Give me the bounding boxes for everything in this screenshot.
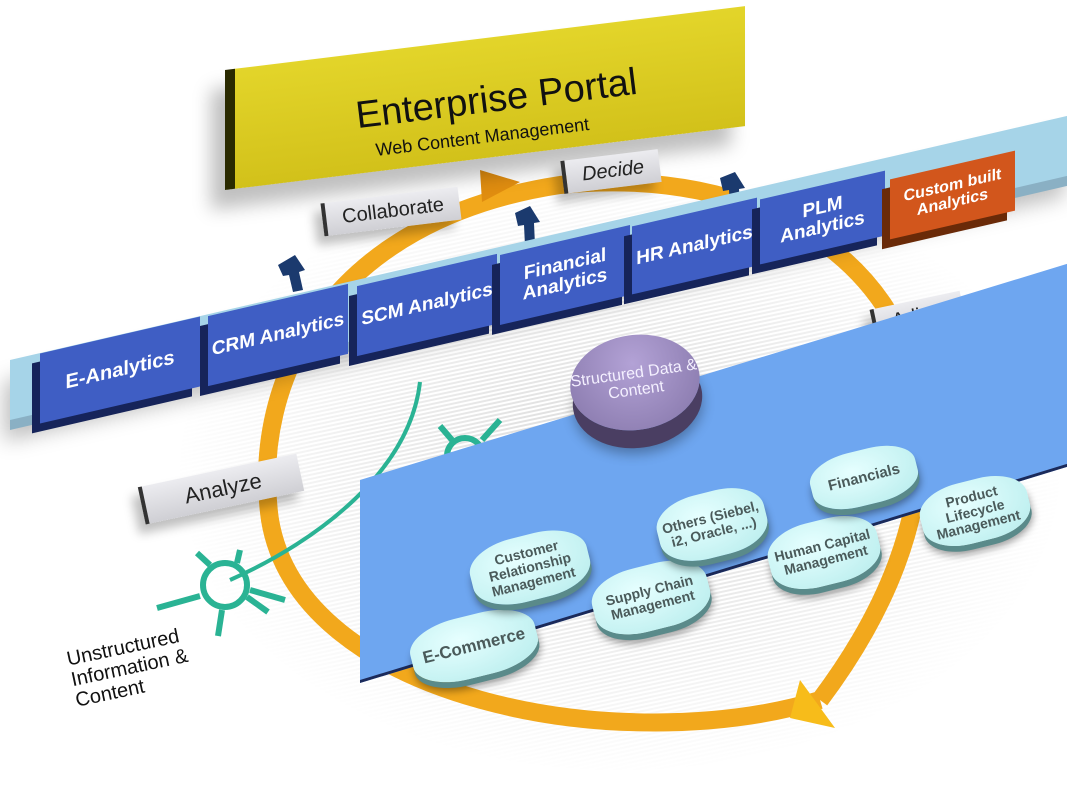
unstructured-connector [229,381,422,582]
block-label: CRM Analytics [211,308,345,361]
block-label: HR Analytics [636,221,753,270]
gear-icon [156,549,286,637]
arrowhead-bottom [790,680,835,728]
up-arrow-icon [515,206,540,246]
block-label: SCM Analytics [361,278,493,331]
block-label: E-Analytics [65,345,175,394]
arrowhead-top [480,170,520,202]
block-label: Financial Analytics [522,244,608,305]
up-arrow-icon [278,255,305,292]
